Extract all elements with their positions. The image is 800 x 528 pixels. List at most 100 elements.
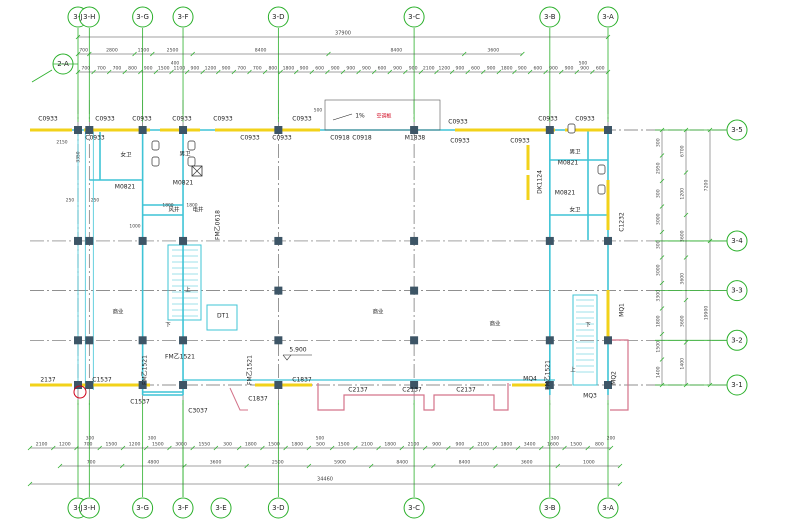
- room-label: 电井: [192, 206, 204, 214]
- door-label: M0821: [558, 160, 579, 167]
- axis-label-bottom: 3-J: [73, 504, 82, 512]
- bottom-major-tick: [617, 463, 623, 469]
- axis-bubble-top: [78, 6, 100, 28]
- right-major-value: 19900: [704, 306, 710, 321]
- axis-bubble-bottom: [172, 497, 194, 519]
- top-detail-tick: [247, 69, 252, 75]
- bottom-detail-tick: [283, 445, 288, 451]
- right-detail-tick: [659, 280, 665, 286]
- axis-bubble-top: [403, 6, 425, 28]
- axis-label-top: 3-A: [602, 13, 614, 21]
- bottom-detail-tick: [608, 445, 614, 451]
- right-mid-value: 3600: [680, 273, 686, 285]
- right-mid-tick: [683, 212, 689, 218]
- top-detail-tick: [91, 69, 96, 75]
- bottom-detail-tick: [562, 445, 567, 451]
- top-detail-value: 1800: [283, 66, 295, 72]
- top-detail-tick: [122, 69, 128, 75]
- top-detail-tick: [278, 69, 283, 75]
- right-detail-tick: [659, 204, 665, 209]
- bottom-detail-value: 500: [316, 442, 325, 448]
- structural-column: [410, 286, 419, 295]
- right-detail-value: 1400: [656, 366, 662, 378]
- window-label: C0933: [172, 116, 192, 123]
- exterior-bay-wall: [317, 383, 509, 411]
- bottom-detail-value: 900: [432, 442, 441, 448]
- bottom-major-value: 2500: [272, 460, 284, 466]
- bottom-detail-tick: [329, 445, 335, 451]
- top-detail-value: 900: [565, 66, 574, 72]
- top-detail-tick: [527, 69, 533, 75]
- bottom-total-value: 34460: [317, 477, 333, 483]
- axis-label-right: 3-2: [731, 336, 742, 344]
- ac-slab-outline: [324, 99, 441, 131]
- top-detail-tick: [449, 69, 455, 75]
- top-detail-value: 900: [300, 66, 309, 72]
- axis-bubble-top: [172, 6, 194, 28]
- bottom-detail-value: 1500: [105, 442, 117, 448]
- bottom-window-label: C2137: [402, 387, 422, 394]
- top-detail-value: 900: [409, 66, 418, 72]
- bottom-detail-value: 1800: [291, 442, 303, 448]
- top-major-value: 3600: [487, 48, 499, 54]
- right-detail-value: 2950: [656, 162, 662, 174]
- bottom-detail-tick: [538, 445, 544, 451]
- axis-bubble-top: [132, 6, 154, 28]
- top-major-tick: [520, 51, 525, 57]
- door-label: MQ2: [611, 371, 618, 385]
- axis-bubble-bottom: [210, 497, 232, 519]
- door-label: FM乙1521: [165, 354, 195, 361]
- bottom-major-tick: [555, 463, 561, 469]
- axis-label-top: 3-C: [408, 13, 420, 21]
- top-detail-tick: [184, 69, 190, 75]
- bottom-detail-tick: [143, 445, 149, 451]
- top-detail-value: 1100: [173, 66, 185, 72]
- axis-label-top: 3-H: [83, 13, 95, 21]
- bottom-detail-tick: [27, 445, 33, 451]
- right-detail-tick: [659, 382, 665, 388]
- right-detail-tick: [659, 306, 665, 311]
- bottom-window-label: C3037: [188, 408, 208, 415]
- top-detail-value: 700: [253, 66, 262, 72]
- structural-column: [179, 381, 188, 389]
- structural-column: [604, 126, 612, 134]
- top-detail-tick: [605, 69, 611, 75]
- structural-column: [274, 286, 283, 295]
- shaft-box: [191, 165, 203, 177]
- top-detail-value: 700: [81, 66, 90, 72]
- top-major-tick: [326, 51, 331, 57]
- axis-bubble-top: [267, 6, 289, 28]
- structural-column: [74, 336, 82, 345]
- structural-column: [85, 126, 94, 134]
- right-mid-tick: [683, 297, 689, 303]
- room-label: 上: [185, 286, 191, 294]
- axis-label-top: 3-J: [73, 13, 82, 21]
- bottom-window-label: C2137: [348, 387, 368, 394]
- axis-bubble-top: [597, 6, 619, 28]
- bottom-detail-tick: [213, 445, 219, 451]
- bottom-window-label: C1537: [130, 399, 150, 406]
- structural-column: [410, 236, 419, 245]
- right-detail-tick: [659, 357, 665, 362]
- door-label: FM乙1521: [142, 355, 149, 385]
- slope-note: 1%: [355, 113, 365, 120]
- right-mid-tick: [683, 382, 689, 388]
- bottom-detail-tick: [236, 445, 242, 451]
- bottom-detail-tick: [120, 445, 126, 451]
- axis-bubble-bottom: [597, 497, 619, 519]
- axis-label-bottom: 3-B: [544, 504, 556, 512]
- bottom-detail-tick: [446, 445, 451, 451]
- stair-outline: [167, 244, 202, 321]
- top-major-tick: [461, 51, 467, 57]
- top-detail-tick: [200, 69, 205, 75]
- room-label: 上: [570, 366, 576, 374]
- ac-slab-label: 空调板: [376, 113, 391, 120]
- bottom-extra-value: 300: [148, 436, 157, 442]
- door-label: M0821: [555, 190, 576, 197]
- top-detail-tick: [169, 69, 174, 75]
- bottom-detail-value: 1600: [547, 442, 559, 448]
- top-detail-value: 900: [191, 66, 200, 72]
- bottom-major-value: 1000: [583, 460, 595, 466]
- top-detail-tick: [153, 69, 159, 75]
- structural-column: [74, 236, 82, 245]
